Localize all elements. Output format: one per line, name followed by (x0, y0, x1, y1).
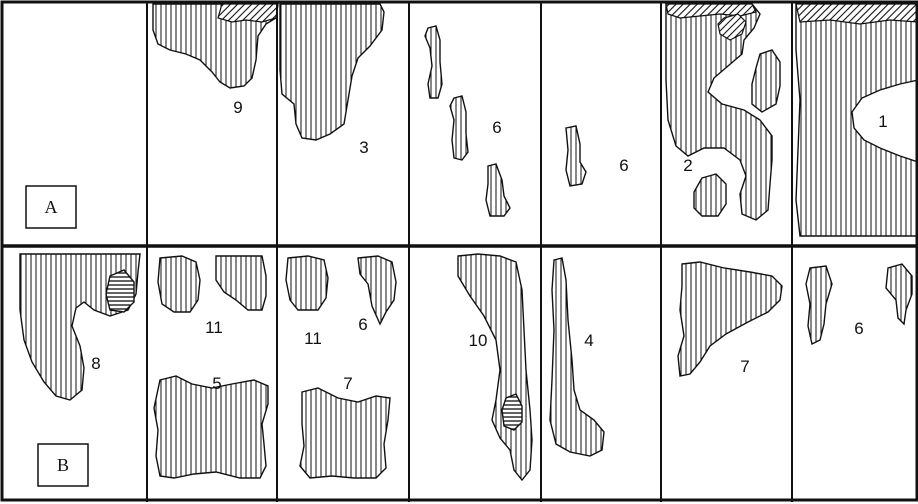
shape-6-d (566, 126, 586, 186)
label-2: 2 (683, 156, 692, 175)
shape-5 (154, 376, 268, 478)
label-10: 10 (469, 331, 488, 350)
shape-4 (550, 258, 604, 456)
label-11-a: 11 (205, 318, 223, 337)
label-5: 5 (212, 374, 221, 393)
shape-9-cap (218, 4, 278, 22)
shape-6-e (358, 256, 396, 324)
label-6-top-a: 6 (492, 118, 501, 137)
shape-6-f (806, 266, 832, 344)
shape-6-g (886, 264, 912, 324)
shape-6-a (425, 26, 442, 98)
label-4: 4 (584, 331, 593, 350)
shape-10 (458, 254, 532, 480)
shape-11-c (286, 256, 328, 310)
shape-6-b (450, 96, 468, 160)
shape-10-band (502, 394, 522, 430)
row-label-a: A (45, 197, 58, 217)
label-1: 1 (878, 112, 887, 131)
label-8: 8 (91, 354, 100, 373)
label-9: 9 (233, 98, 242, 117)
label-6-bottom-b: 6 (854, 319, 863, 338)
label-7-b: 7 (740, 357, 749, 376)
shape-11-a (158, 256, 200, 312)
label-3: 3 (359, 138, 368, 157)
row-label-b: B (57, 455, 69, 475)
label-11-b: 11 (304, 329, 322, 348)
shape-11-b (216, 256, 266, 310)
shape-8-band (106, 270, 134, 312)
shape-6-c (486, 164, 510, 216)
shape-7-b (678, 262, 782, 376)
shape-2-upper-arm (752, 50, 780, 112)
shape-3 (280, 4, 384, 140)
label-6-top-b: 6 (619, 156, 628, 175)
label-7-a: 7 (343, 374, 352, 393)
shape-1-cap (796, 4, 918, 24)
shape-1 (796, 4, 918, 236)
shape-2-lower-blob (694, 174, 726, 216)
label-6-bottom-a: 6 (358, 315, 367, 334)
shape-7-a (300, 388, 390, 478)
